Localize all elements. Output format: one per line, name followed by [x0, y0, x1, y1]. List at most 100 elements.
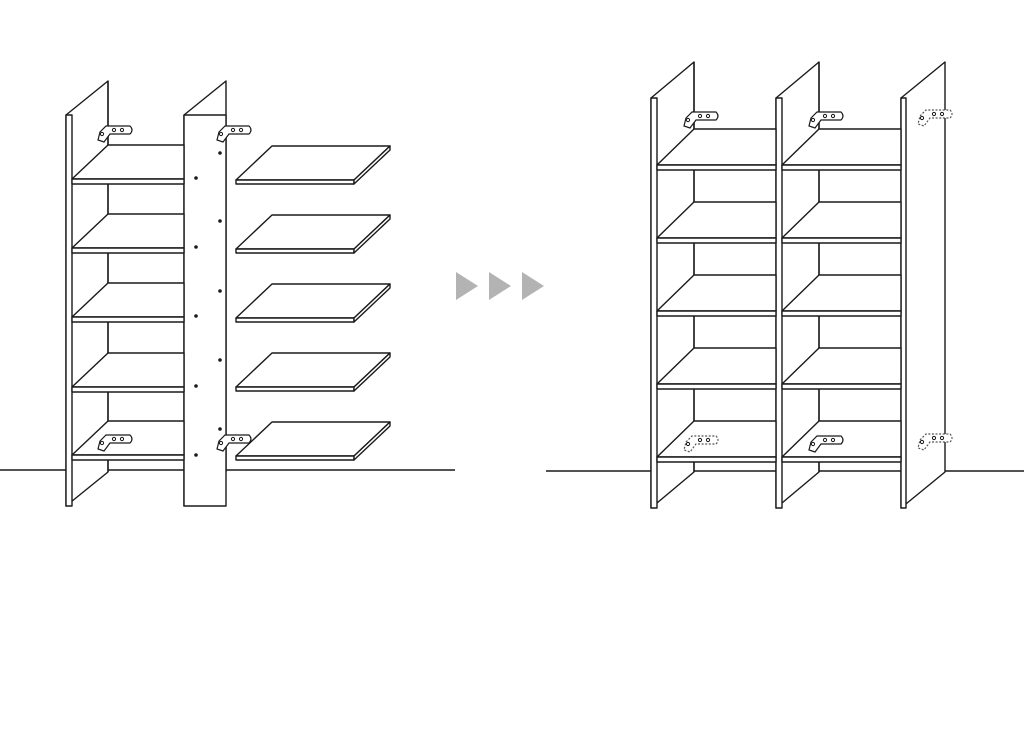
play-arrow-icon: [456, 272, 478, 300]
bracket-screw-hole: [99, 131, 105, 137]
shelf-front-edge: [656, 383, 777, 390]
shelf-top-face: [235, 214, 391, 250]
l-bracket-icon: [97, 125, 133, 143]
play-arrow-icon: [522, 272, 544, 300]
bracket-screw-hole: [810, 441, 816, 447]
shelf-front-edge: [71, 178, 185, 185]
bracket-screw-hole: [685, 441, 691, 447]
bay1-shelf-2: [656, 201, 777, 244]
loose-shelf-4: [235, 352, 391, 392]
l-bracket-icon: [97, 434, 133, 452]
shelf-front-edge: [71, 247, 185, 254]
drill-hole: [194, 453, 198, 457]
bay2-shelf-2: [781, 201, 902, 244]
l-bracket-icon: [917, 109, 953, 127]
drill-hole: [218, 289, 222, 293]
drill-hole: [194, 314, 198, 318]
shelf-front-edge: [235, 386, 355, 392]
shelf-top-face: [235, 283, 391, 319]
shelf-front-edge: [71, 454, 185, 461]
shelf-front-edge: [656, 164, 777, 171]
drill-hole: [218, 151, 222, 155]
bracket-screw-hole: [119, 127, 125, 133]
bracket-screw-hole: [919, 439, 925, 445]
shelf-front-edge: [781, 237, 902, 244]
drill-hole: [218, 358, 222, 362]
installed-shelf-3: [71, 282, 185, 323]
shelf-front-edge: [781, 164, 902, 171]
installed-shelf-2: [71, 213, 185, 254]
drill-hole: [194, 176, 198, 180]
l-bracket-icon: [216, 125, 252, 143]
bracket-screw-hole: [218, 440, 224, 446]
bracket-screw-hole: [822, 437, 828, 443]
bracket-screw-hole: [931, 111, 937, 117]
l-bracket-icon: [683, 435, 719, 453]
shelf-front-edge: [656, 237, 777, 244]
shelf-front-edge: [781, 383, 902, 390]
bracket-screw-hole: [218, 131, 224, 137]
shelf-side-edge: [353, 283, 391, 323]
shelf-top-face: [235, 352, 391, 388]
installed-shelf-1: [71, 144, 185, 185]
bracket-screw-hole: [919, 115, 925, 121]
bay1-shelf-3: [656, 274, 777, 317]
bracket-screw-hole: [697, 113, 703, 119]
l-bracket-icon: [683, 111, 719, 129]
bracket-screw-hole: [939, 111, 945, 117]
loose-shelf-1: [235, 145, 391, 185]
shelf-front-edge: [71, 386, 185, 393]
shelf-side-edge: [353, 145, 391, 185]
bracket-screw-hole: [939, 435, 945, 441]
bracket-screw-hole: [822, 113, 828, 119]
l-bracket-icon: [808, 435, 844, 453]
shelf-top-face: [235, 421, 391, 457]
bay1-shelf-4: [656, 347, 777, 390]
bracket-screw-hole: [99, 440, 105, 446]
l-bracket-icon: [216, 434, 252, 452]
bracket-screw-hole: [238, 436, 244, 442]
bay2-shelf-3: [781, 274, 902, 317]
shelf-side-edge: [353, 352, 391, 392]
drill-hole: [218, 427, 222, 431]
drill-hole: [218, 219, 222, 223]
shelf-front-edge: [781, 310, 902, 317]
shelf-front-edge: [781, 456, 902, 463]
panel-front-edge: [650, 97, 658, 509]
bracket-screw-hole: [830, 437, 836, 443]
transition-arrows: [456, 272, 544, 300]
bracket-screw-hole: [685, 117, 691, 123]
step-after-assembly: [650, 61, 953, 509]
play-arrow-icon: [489, 272, 511, 300]
shelf-top-face: [235, 145, 391, 181]
l-bracket-icon: [808, 111, 844, 129]
shelf-front-edge: [71, 316, 185, 323]
l-bracket-icon: [917, 433, 953, 451]
shelf-front-edge: [235, 455, 355, 461]
drill-hole: [194, 384, 198, 388]
panel-front-edge: [900, 97, 907, 509]
shelf-front-edge: [656, 456, 777, 463]
panel-front-edge: [775, 97, 783, 509]
bay2-shelf-4: [781, 347, 902, 390]
bay1-shelf-1: [656, 128, 777, 171]
shelf-side-edge: [353, 421, 391, 461]
panel-front-edge: [65, 114, 73, 507]
bracket-screw-hole: [705, 113, 711, 119]
bracket-screw-hole: [238, 127, 244, 133]
installed-shelf-4: [71, 352, 185, 393]
bracket-screw-hole: [230, 127, 236, 133]
bracket-screw-hole: [810, 117, 816, 123]
drill-hole: [194, 245, 198, 249]
loose-shelf-2: [235, 214, 391, 254]
bracket-screw-hole: [697, 437, 703, 443]
left-side-panel: [65, 80, 109, 507]
shelf-front-edge: [235, 317, 355, 323]
shelf-side-edge: [353, 214, 391, 254]
bracket-screw-hole: [111, 436, 117, 442]
bracket-screw-hole: [111, 127, 117, 133]
shelf-front-edge: [235, 179, 355, 185]
step-before-assembly: [65, 80, 391, 507]
